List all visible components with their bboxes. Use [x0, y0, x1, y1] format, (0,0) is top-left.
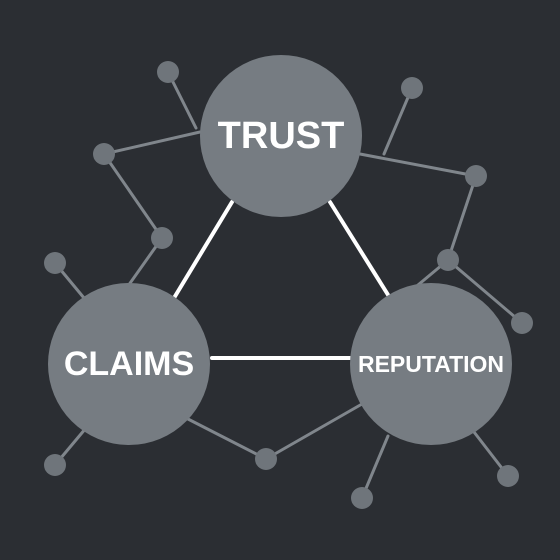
node-reputation-circle [350, 283, 512, 445]
network-edge [446, 174, 478, 262]
network-edge [102, 130, 202, 156]
node-trust-circle [200, 55, 362, 217]
node-reputation-label: REPUTATION [358, 351, 504, 377]
network-edge [358, 152, 478, 178]
small-node [401, 77, 423, 99]
network-edge [264, 402, 364, 461]
node-trust: TRUST [200, 55, 362, 217]
small-node [44, 252, 66, 274]
edge-trust-claims [172, 200, 234, 300]
small-node [497, 465, 519, 487]
edge-trust-reputation [328, 200, 392, 300]
small-node [437, 249, 459, 271]
network-edge [360, 434, 390, 500]
small-nodes [44, 61, 533, 509]
small-node [465, 165, 487, 187]
network-edge [184, 416, 268, 461]
node-trust-label: TRUST [218, 115, 345, 157]
network-edge [102, 152, 164, 240]
network-edge [382, 86, 414, 156]
node-claims: CLAIMS [48, 283, 210, 445]
small-node [255, 448, 277, 470]
main-edges [172, 200, 392, 360]
small-node [151, 227, 173, 249]
small-node [157, 61, 179, 83]
node-reputation: REPUTATION [350, 283, 512, 445]
network-edge [446, 258, 524, 325]
small-node [93, 143, 115, 165]
small-node [44, 454, 66, 476]
node-claims-label: CLAIMS [64, 345, 194, 383]
small-node [351, 487, 373, 509]
small-node [511, 312, 533, 334]
node-claims-circle [48, 283, 210, 445]
